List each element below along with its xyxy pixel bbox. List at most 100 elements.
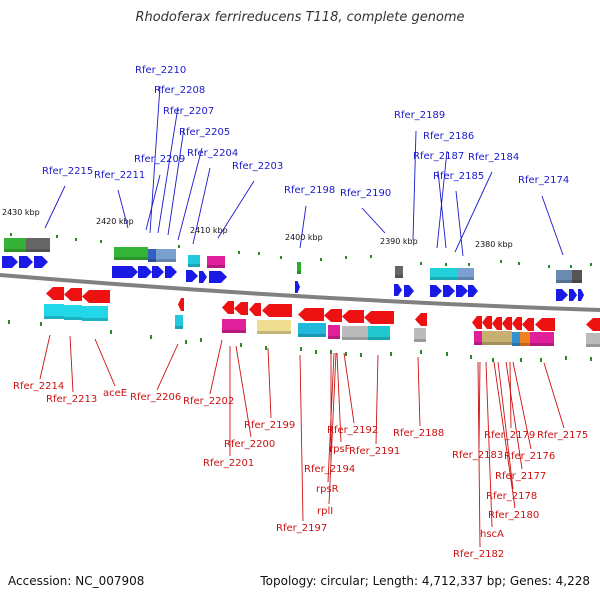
gene-label-Rfer_2206[interactable]: Rfer_2206: [130, 392, 181, 403]
gene-label-Rfer_2202[interactable]: Rfer_2202: [183, 396, 234, 407]
gene-label-rpsF[interactable]: rpsF: [329, 444, 351, 455]
track-dot: [100, 240, 102, 243]
gene-label-Rfer_2199[interactable]: Rfer_2199: [244, 420, 295, 431]
gene-box: [556, 270, 572, 283]
leader-line: [336, 352, 342, 443]
gene-label-Rfer_2211[interactable]: Rfer_2211: [94, 170, 145, 181]
forward-gene-arrow: [19, 256, 33, 268]
leader-line: [436, 150, 448, 249]
gene-label-Rfer_2189[interactable]: Rfer_2189: [394, 110, 445, 121]
leader-line: [156, 343, 179, 391]
gene-label-Rfer_2209[interactable]: Rfer_2209: [134, 154, 185, 165]
track-dot: [110, 330, 112, 334]
forward-gene-arrow: [138, 266, 152, 278]
gene-box: [430, 268, 458, 280]
gene-label-Rfer_2214[interactable]: Rfer_2214: [13, 381, 64, 392]
gene-label-Rfer_2192[interactable]: Rfer_2192: [327, 425, 378, 436]
gene-box: [572, 270, 582, 283]
leader-line: [455, 190, 464, 257]
gene-label-Rfer_2180[interactable]: Rfer_2180: [488, 510, 539, 521]
gene-label-Rfer_2198[interactable]: Rfer_2198: [284, 185, 335, 196]
scale-tick-label: 2410 kbp: [190, 226, 228, 235]
gene-label-Rfer_2187[interactable]: Rfer_2187: [413, 151, 464, 162]
gene-label-aceE[interactable]: aceE: [103, 388, 127, 399]
track-dot: [265, 346, 267, 350]
leader-line: [44, 185, 66, 229]
gene-box: [114, 247, 148, 260]
gene-box: [44, 304, 64, 319]
gene-box: [298, 323, 326, 337]
gene-label-Rfer_2174[interactable]: Rfer_2174: [518, 175, 569, 186]
track-dot: [492, 358, 494, 362]
forward-gene-arrow: [468, 285, 478, 297]
gene-label-Rfer_2204[interactable]: Rfer_2204: [187, 148, 238, 159]
gene-box: [257, 320, 291, 334]
reverse-gene-arrow: [298, 308, 324, 321]
gene-label-Rfer_2183[interactable]: Rfer_2183: [452, 450, 503, 461]
gene-label-Rfer_2179[interactable]: Rfer_2179: [484, 430, 535, 441]
gene-label-hscA[interactable]: hscA: [480, 529, 504, 540]
forward-gene-arrow: [394, 284, 402, 296]
gene-box: [474, 331, 482, 345]
gene-label-Rfer_2197[interactable]: Rfer_2197: [276, 523, 327, 534]
gene-box: [586, 333, 600, 347]
gene-label-Rfer_2177[interactable]: Rfer_2177: [495, 471, 546, 482]
gene-label-Rfer_2205[interactable]: Rfer_2205: [179, 127, 230, 138]
track-dot: [8, 320, 10, 324]
forward-gene-arrow: [165, 266, 177, 278]
gene-label-Rfer_2200[interactable]: Rfer_2200: [224, 439, 275, 450]
reverse-gene-arrow: [342, 310, 364, 323]
reverse-gene-arrow: [46, 287, 64, 300]
scale-tick-label: 2380 kbp: [475, 240, 513, 249]
gene-box: [342, 326, 368, 340]
gene-box: [482, 331, 512, 345]
leader-line: [192, 167, 211, 245]
track-dot: [590, 263, 592, 266]
gene-label-Rfer_2184[interactable]: Rfer_2184: [468, 152, 519, 163]
gene-label-Rfer_2213[interactable]: Rfer_2213: [46, 394, 97, 405]
gene-label-Rfer_2186[interactable]: Rfer_2186: [423, 131, 474, 142]
reverse-gene-arrow: [249, 303, 261, 316]
gene-box: [520, 332, 530, 346]
leader-line: [543, 362, 565, 429]
gene-label-Rfer_2182[interactable]: Rfer_2182: [453, 549, 504, 560]
reverse-gene-arrow: [472, 316, 482, 329]
track-dot: [178, 245, 180, 248]
reverse-gene-arrow: [64, 288, 82, 301]
gene-label-Rfer_2208[interactable]: Rfer_2208: [154, 85, 205, 96]
gene-label-Rfer_2176[interactable]: Rfer_2176: [504, 451, 555, 462]
leader-line: [412, 130, 417, 241]
reverse-gene-arrow: [512, 317, 522, 330]
gene-label-Rfer_2190[interactable]: Rfer_2190: [340, 188, 391, 199]
track-dot: [40, 322, 42, 326]
gene-label-Rfer_2210[interactable]: Rfer_2210: [135, 65, 186, 76]
gene-label-Rfer_2188[interactable]: Rfer_2188: [393, 428, 444, 439]
gene-label-Rfer_2178[interactable]: Rfer_2178: [486, 491, 537, 502]
topology-summary: Topology: circular; Length: 4,712,337 bp…: [260, 574, 590, 588]
reverse-gene-arrow: [234, 302, 248, 315]
gene-label-rplI[interactable]: rplI: [317, 506, 333, 517]
gene-label-Rfer_2194[interactable]: Rfer_2194: [304, 464, 355, 475]
gene-label-Rfer_2215[interactable]: Rfer_2215: [42, 166, 93, 177]
leader-line: [39, 334, 51, 380]
gene-label-Rfer_2175[interactable]: Rfer_2175: [537, 430, 588, 441]
gene-label-Rfer_2185[interactable]: Rfer_2185: [433, 171, 484, 182]
forward-gene-arrow: [430, 285, 442, 297]
track-dot: [548, 265, 550, 268]
gene-label-Rfer_2203[interactable]: Rfer_2203: [232, 161, 283, 172]
gene-label-Rfer_2191[interactable]: Rfer_2191: [349, 446, 400, 457]
leader-line: [157, 106, 179, 234]
scale-tick-label: 2400 kbp: [285, 233, 323, 242]
gene-label-Rfer_2207[interactable]: Rfer_2207: [163, 106, 214, 117]
reverse-gene-arrow: [364, 311, 394, 324]
track-dot: [446, 352, 448, 356]
leader-line: [267, 347, 272, 419]
scale-tick-label: 2390 kbp: [380, 237, 418, 246]
leader-line: [477, 361, 481, 548]
gene-box: [148, 249, 156, 262]
gene-box: [328, 325, 340, 339]
forward-gene-arrow: [443, 285, 455, 297]
gene-label-Rfer_2201[interactable]: Rfer_2201: [203, 458, 254, 469]
reverse-gene-arrow: [262, 304, 292, 317]
gene-label-rpsR[interactable]: rpsR: [316, 484, 339, 495]
